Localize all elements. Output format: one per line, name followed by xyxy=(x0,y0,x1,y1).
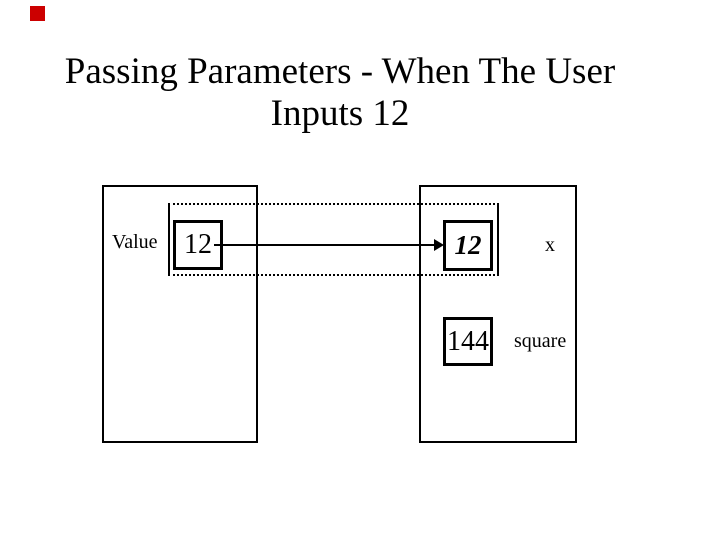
square-variable-value: 144 xyxy=(447,325,489,357)
slide-title-line-1: Passing Parameters - When The User xyxy=(64,51,616,92)
parameter-x-label: x xyxy=(545,234,555,256)
red-square-decoration xyxy=(30,6,45,21)
parameter-x-box: 12 xyxy=(443,220,493,271)
slide-title: Passing Parameters - When The User Input… xyxy=(0,51,680,135)
slide-title-line-2: Inputs 12 xyxy=(270,93,410,134)
right-arrow-head-icon xyxy=(434,239,444,251)
value-variable-label: Value xyxy=(112,231,158,253)
parameter-x-value: 12 xyxy=(454,230,482,260)
square-variable-label: square xyxy=(514,330,567,352)
square-variable-box: 144 xyxy=(443,317,493,366)
value-variable-value: 12 xyxy=(184,229,212,260)
parameter-passing-dotted-box xyxy=(168,203,499,276)
parameter-arrow-line xyxy=(214,243,435,246)
